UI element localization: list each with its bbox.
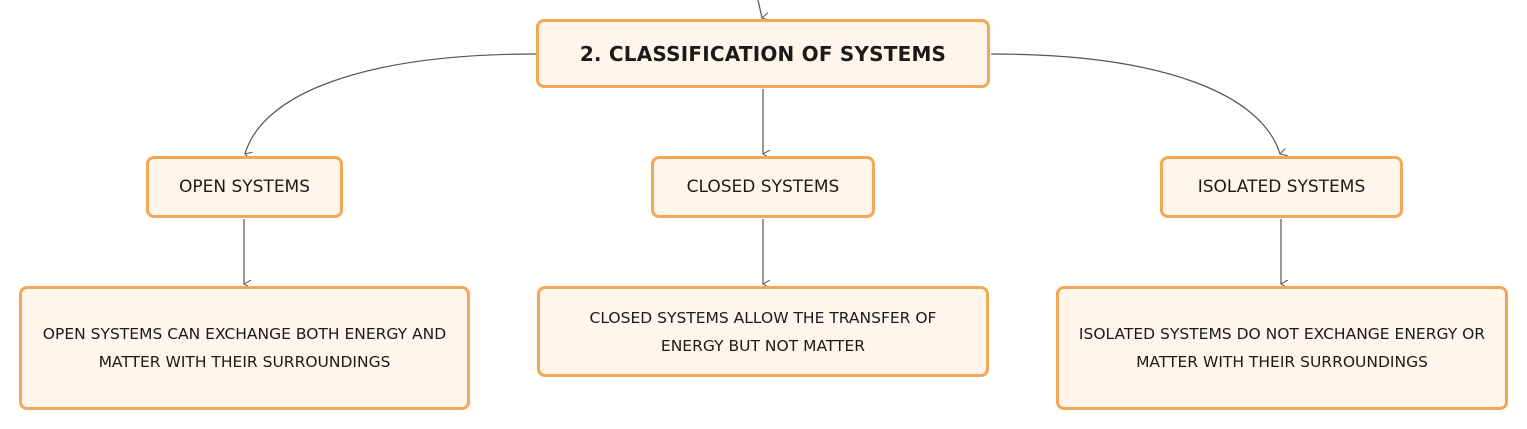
open-systems-description-text: OPEN SYSTEMS CAN EXCHANGE BOTH ENERGY AN… [42,325,447,371]
connector-parent-to-root [757,0,762,18]
isolated-systems-label: ISOLATED SYSTEMS [1197,177,1366,197]
connector-root-to-open [245,53,537,154]
node-closed-systems-description[interactable]: CLOSED SYSTEMS ALLOW THE TRANSFER OF ENE… [537,286,989,377]
closed-systems-label: CLOSED SYSTEMS [686,177,840,197]
node-isolated-systems-description[interactable]: ISOLATED SYSTEMS DO NOT EXCHANGE ENERGY … [1056,286,1508,410]
isolated-systems-description-text: ISOLATED SYSTEMS DO NOT EXCHANGE ENERGY … [1078,325,1486,371]
closed-systems-description-text: CLOSED SYSTEMS ALLOW THE TRANSFER OF ENE… [589,308,937,355]
root-node-classification[interactable]: 2. CLASSIFICATION OF SYSTEMS [536,19,990,88]
node-open-systems-description[interactable]: OPEN SYSTEMS CAN EXCHANGE BOTH ENERGY AN… [19,286,470,410]
root-node-label: 2. CLASSIFICATION OF SYSTEMS [579,41,947,66]
node-closed-systems[interactable]: CLOSED SYSTEMS [651,156,875,218]
open-systems-label: OPEN SYSTEMS [178,177,311,197]
node-open-systems[interactable]: OPEN SYSTEMS [146,156,343,218]
connector-root-to-isolated [990,53,1280,154]
node-isolated-systems[interactable]: ISOLATED SYSTEMS [1160,156,1403,218]
